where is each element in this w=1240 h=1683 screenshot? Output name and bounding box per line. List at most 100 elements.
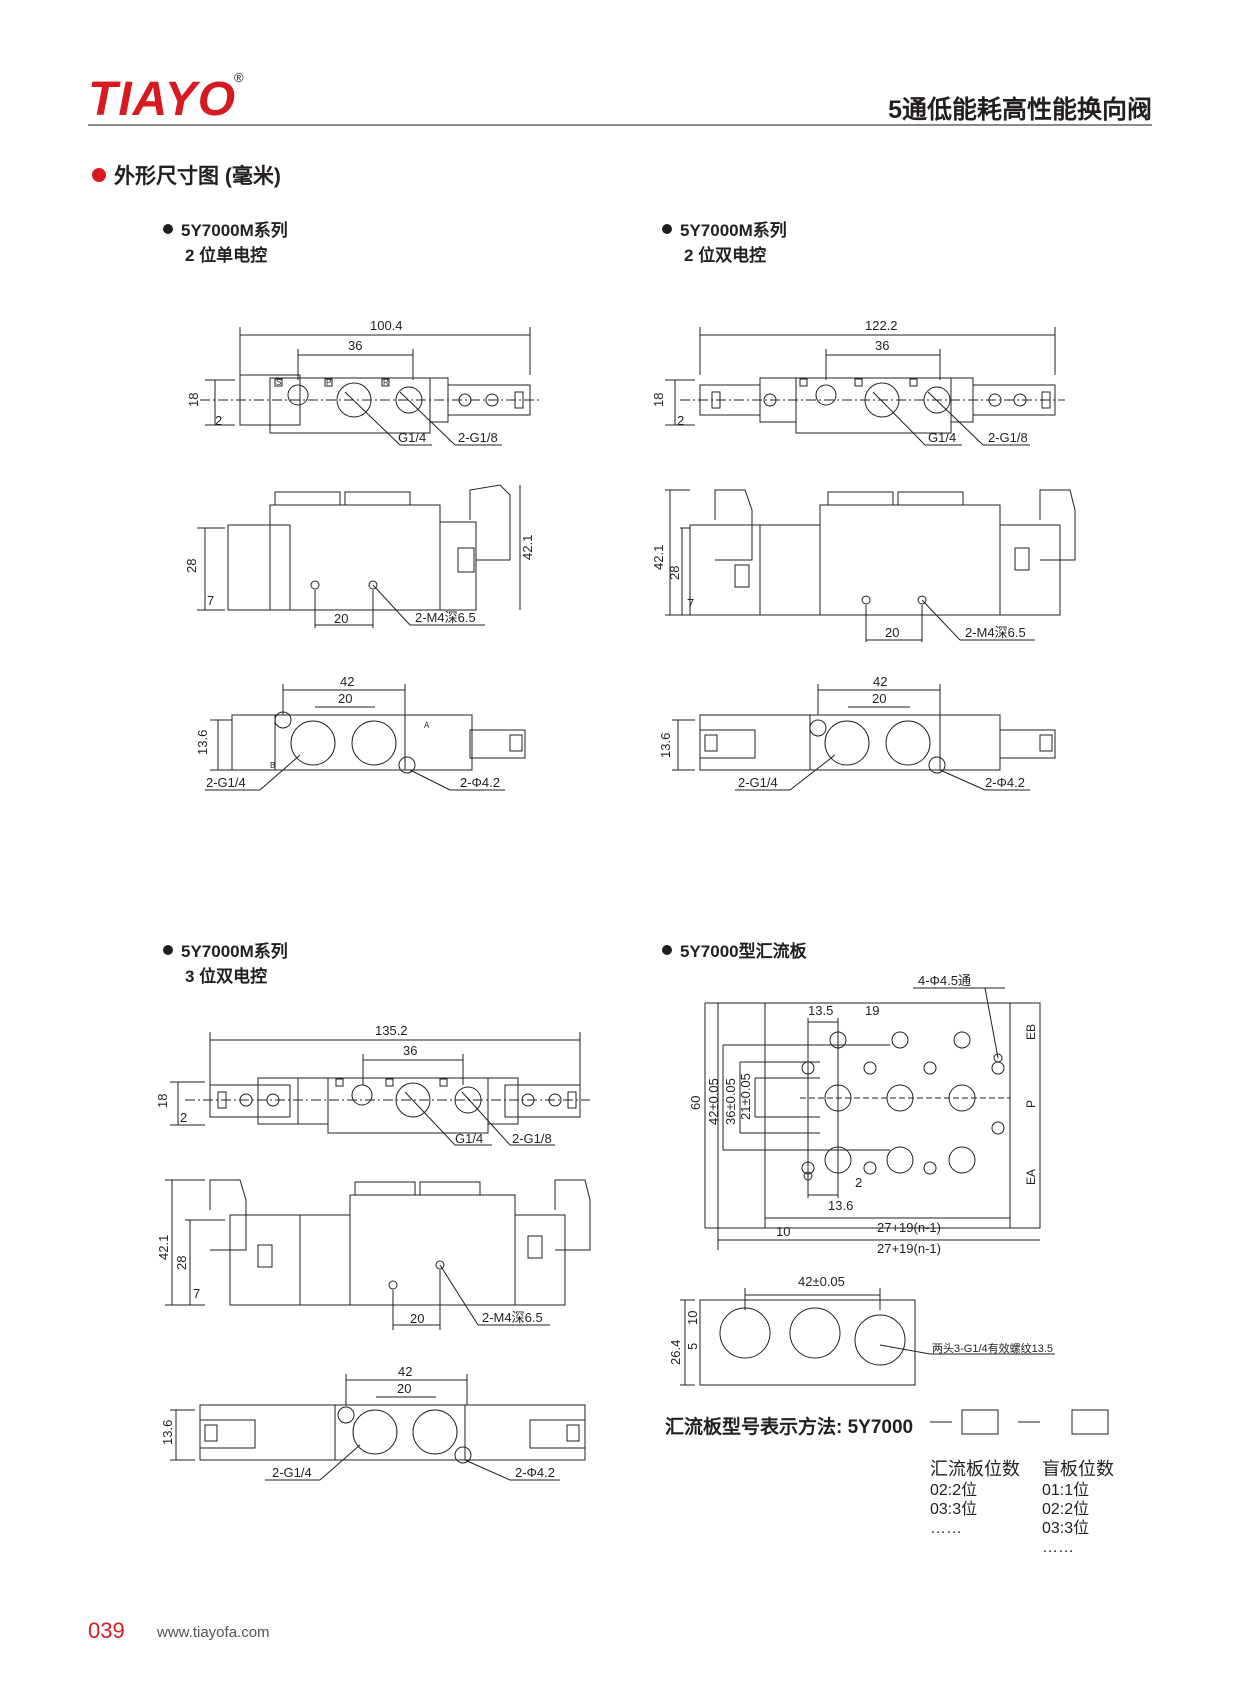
dim-h421-3: 42.1 (156, 1235, 171, 1260)
notation-col2-item: 01:1位 (1042, 1482, 1090, 1499)
dim-w20b-3: 20 (397, 1381, 411, 1396)
notation-col2-head: 盲板位数 (1042, 1459, 1114, 1479)
dim-h36: 36±0.05 (723, 1078, 738, 1125)
dim-w42-1: 42 (340, 674, 354, 689)
block-3-subtitle: 3 位双电控 (185, 967, 268, 986)
notation-col1-item: 03:3位 (930, 1501, 978, 1518)
label-mounting-holes: 4-Φ4.5通 (918, 973, 971, 988)
port-r: R (383, 378, 389, 387)
notation-col-stations: 汇流板位数 02:2位 03:3位 …… (930, 1460, 1020, 1538)
drawing-manifold (680, 987, 1109, 1435)
dim-w42-3: 42 (398, 1364, 412, 1379)
block-1-subtitle: 2 位单电控 (185, 246, 268, 265)
notation-col2-item: …… (1042, 1539, 1074, 1556)
dim-w20-2: 20 (885, 625, 899, 640)
label-g14-2: G1/4 (928, 430, 956, 445)
port-p: P (326, 378, 331, 387)
label-phi-1: 2-Φ4.2 (460, 775, 500, 790)
dim-h18-2: 18 (651, 393, 666, 407)
label-thread-note: 两头3-G1/4有效螺纹13.5 (932, 1341, 1053, 1355)
port-eb: EB (1024, 1024, 1038, 1040)
bottom-view (672, 684, 1056, 791)
port-ea: EA (1024, 1169, 1038, 1185)
port-a: A (424, 721, 430, 730)
section-heading-text: 外形尺寸图 (毫米) (114, 165, 281, 188)
bullet (163, 945, 173, 955)
label-m4-1: 2-M4深6.5 (415, 610, 476, 625)
dim-w20-3: 20 (410, 1311, 424, 1326)
dim-h7-1: 7 (207, 593, 214, 608)
dim-pitch-3: 36 (403, 1043, 417, 1058)
notation-col-blanks: 盲板位数 01:1位 02:2位 03:3位 …… (1042, 1460, 1114, 1557)
brand-name: TIAYO (88, 73, 237, 126)
dim-w10: 10 (776, 1224, 790, 1239)
dim-total-3: 135.2 (375, 1023, 408, 1038)
top-view (665, 327, 1065, 446)
dim-19: 19 (865, 1003, 879, 1018)
dim-w20b-2: 20 (872, 691, 886, 706)
notation-col1-head: 汇流板位数 (930, 1459, 1020, 1479)
label-g14b-3: 2-G1/4 (272, 1465, 312, 1480)
label-g18-2: 2-G1/8 (988, 430, 1028, 445)
dim-h421-2: 42.1 (651, 545, 666, 570)
dim-top-42: 42±0.05 (798, 1274, 845, 1289)
block-4-title: 5Y7000型汇流板 (680, 942, 807, 961)
dim-h7-2: 7 (687, 596, 694, 611)
dim-h136-1: 13.6 (195, 730, 210, 755)
dim-h7-3: 7 (193, 1286, 200, 1301)
label-g18-3: 2-G1/8 (512, 1131, 552, 1146)
dim-h2-1: 2 (215, 413, 222, 428)
dim-h42: 42±0.05 (706, 1078, 721, 1125)
block-title-1: 5Y7000M系列 2 位单电控 (163, 218, 288, 268)
side-view (665, 489, 1076, 642)
block-title-2: 5Y7000M系列 2 位双电控 (662, 218, 787, 268)
dim-total-2: 122.2 (865, 318, 898, 333)
page-number: 039 (88, 1618, 125, 1643)
website-link[interactable]: www.tiayofa.com (157, 1624, 270, 1641)
bottom-view (205, 684, 526, 791)
drawing-2pos-double (665, 327, 1076, 791)
dim-s10: 10 (685, 1311, 700, 1325)
registered-mark: ® (234, 70, 245, 85)
dim-h18-3: 18 (155, 1094, 170, 1108)
block-3-title: 5Y7000M系列 (181, 942, 288, 961)
label-g14-3: G1/4 (455, 1131, 483, 1146)
section-heading: 外形尺寸图 (毫米) (92, 160, 281, 190)
block-2-subtitle: 2 位双电控 (684, 246, 767, 265)
dim-h28-1: 28 (184, 559, 199, 573)
drawing-2pos-single (197, 327, 540, 791)
dim-h136-2: 13.6 (658, 733, 673, 758)
dim-h421-1: 42.1 (520, 535, 535, 560)
drawing-3pos-double (165, 1032, 591, 1481)
top-view (200, 327, 540, 446)
page-title: 5通低能耗高性能换向阀 (888, 96, 1152, 124)
dim-s5: 5 (685, 1343, 700, 1350)
dim-h28-2: 28 (667, 566, 682, 580)
block-2-title: 5Y7000M系列 (680, 221, 787, 240)
dim-h28-3: 28 (174, 1256, 189, 1270)
bullet-red (92, 168, 106, 182)
dim-total-1: 100.4 (370, 318, 403, 333)
port-b: B (270, 761, 275, 770)
dim-s26-4: 26.4 (668, 1340, 683, 1365)
port-p-manifold: P (1024, 1100, 1038, 1108)
dim-h21: 21±0.05 (738, 1073, 753, 1120)
notation-col1-item: …… (930, 1520, 962, 1537)
label-phi-2: 2-Φ4.2 (985, 775, 1025, 790)
bullet (662, 945, 672, 955)
brand-logo: TIAYO ® (88, 70, 244, 127)
dim-h2-3: 2 (180, 1110, 187, 1125)
model-notation-label: 汇流板型号表示方法: 5Y7000 (665, 1417, 914, 1438)
block-1-title: 5Y7000M系列 (181, 221, 288, 240)
notation-col1-item: 02:2位 (930, 1482, 978, 1499)
port-s: S (276, 378, 281, 387)
dim-h60: 60 (688, 1096, 703, 1110)
dim-h2-2: 2 (677, 413, 684, 428)
bullet (163, 224, 173, 234)
dim-w2: 2 (855, 1175, 862, 1190)
label-phi-3: 2-Φ4.2 (515, 1465, 555, 1480)
bottom-view (170, 1374, 586, 1481)
side-view (197, 484, 521, 628)
notation-col2-item: 03:3位 (1042, 1520, 1090, 1537)
